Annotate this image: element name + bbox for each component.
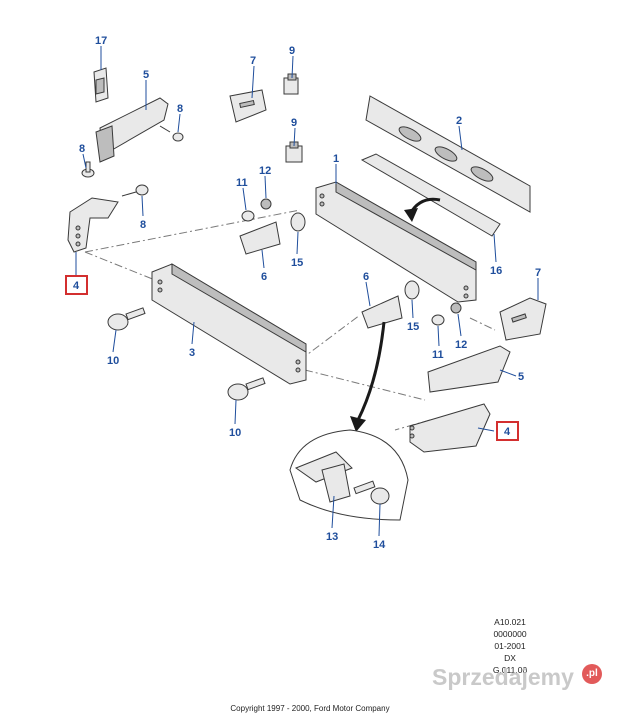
callout-5-right: 5 xyxy=(518,371,524,383)
callout-11-lower: 11 xyxy=(432,349,444,361)
part-2-reinforcement-beam xyxy=(365,95,531,213)
callout-labels: 17 5 8 8 8 4 7 9 9 2 1 11 12 6 15 16 3 1… xyxy=(73,35,541,551)
highlight-box-left xyxy=(65,275,88,295)
part-6-bracket-right xyxy=(361,295,403,329)
copyright-notice: Copyright 1997 - 2000, Ford Motor Compan… xyxy=(230,704,390,713)
watermark-badge: .pl xyxy=(582,664,602,684)
callout-1: 1 xyxy=(333,153,339,165)
meta-ref: A10.021 xyxy=(494,617,526,627)
arrow-to-detail xyxy=(350,321,386,432)
bolt-10-lower xyxy=(227,377,266,401)
bolt-8-left xyxy=(81,161,95,178)
callout-7-upper: 7 xyxy=(250,55,256,67)
callout-2: 2 xyxy=(456,115,462,127)
callout-8-upper: 8 xyxy=(177,103,183,115)
callout-9-upper: 9 xyxy=(289,45,295,57)
nut-12-upper xyxy=(260,198,272,210)
part-3-lower-bar xyxy=(151,263,307,385)
callout-6-right: 6 xyxy=(363,271,369,283)
callout-13: 13 xyxy=(326,531,338,543)
part-4-right-end-cap xyxy=(409,403,491,453)
leader-lines xyxy=(75,46,539,537)
callout-12-upper: 12 xyxy=(259,165,271,177)
part-17-clip xyxy=(93,67,109,103)
callout-7-right: 7 xyxy=(535,267,541,279)
callout-10-left: 10 xyxy=(107,355,119,367)
callout-8-left: 8 xyxy=(79,143,85,155)
highlight-box-right xyxy=(496,421,519,441)
callout-9-lower: 9 xyxy=(291,117,297,129)
meta-date: 01-2001 xyxy=(494,641,526,651)
part-4-left-end-cap xyxy=(67,197,119,253)
grommet-15-upper xyxy=(290,212,306,232)
callout-15-upper: 15 xyxy=(291,257,303,269)
callout-5-left: 5 xyxy=(143,69,149,81)
callout-17: 17 xyxy=(95,35,107,47)
bolt-10-left xyxy=(107,307,146,331)
bolt-8-middle xyxy=(121,184,149,197)
meta-side: DX xyxy=(504,653,516,663)
callout-14: 14 xyxy=(373,539,386,551)
washer-11-lower xyxy=(431,314,445,326)
part-9-upper-clip xyxy=(283,73,299,95)
callout-10-lower: 10 xyxy=(229,427,241,439)
callout-12-lower: 12 xyxy=(455,339,467,351)
grommet-15-lower xyxy=(404,280,420,300)
callout-8-middle: 8 xyxy=(140,219,146,231)
meta-code: 0000000 xyxy=(493,629,527,639)
part-7-right-plate xyxy=(499,297,547,341)
nut-12-lower xyxy=(450,302,462,314)
part-16-strip xyxy=(360,153,501,237)
callout-11-upper: 11 xyxy=(236,177,248,189)
watermark-text: Sprzedajemy xyxy=(432,664,574,690)
callout-4-right: 4 xyxy=(504,426,511,438)
callout-3: 3 xyxy=(189,347,195,359)
callout-15-lower: 15 xyxy=(407,321,419,333)
callout-16: 16 xyxy=(490,265,502,277)
part-5-left-bracket xyxy=(95,97,169,163)
meta-id: G.011.00 xyxy=(492,665,528,675)
part-5-right-corner xyxy=(427,345,511,393)
arrow-to-strip xyxy=(404,197,441,222)
washer-11-upper xyxy=(241,210,255,222)
detail-view xyxy=(289,429,409,521)
part-7-upper-plate xyxy=(229,89,267,123)
callout-4-left: 4 xyxy=(73,280,80,292)
callout-6-left: 6 xyxy=(261,271,267,283)
part-6-bracket-left xyxy=(239,221,281,255)
bolt-8-upper xyxy=(159,125,184,142)
